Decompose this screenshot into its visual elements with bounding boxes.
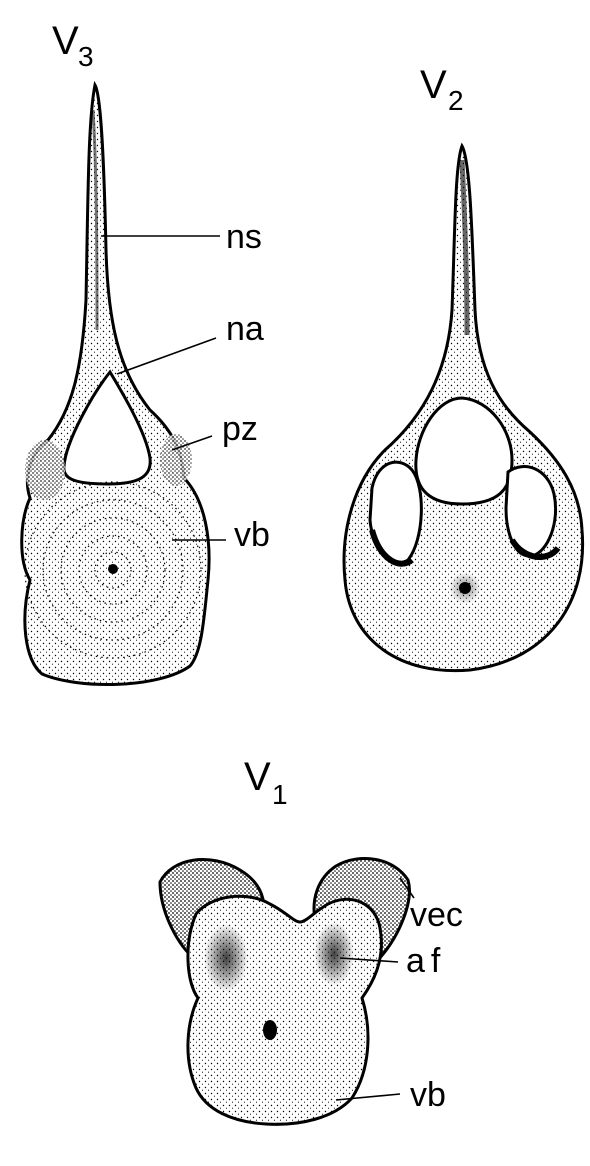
label-na: na — [226, 310, 264, 348]
v3-right-zygapophysis — [160, 434, 192, 486]
label-vec: vec — [410, 896, 463, 934]
v3-left-zygapophysis — [25, 440, 65, 500]
vertebra-v1: V 1 vec af vb — [160, 755, 463, 1124]
v1-notochord-pit — [263, 1020, 277, 1040]
v3-label-subscript: 3 — [78, 41, 94, 72]
label-ns: ns — [226, 218, 262, 256]
v1-right-articular-fossa — [314, 922, 354, 986]
label-vb-v3: vb — [234, 516, 270, 554]
vertebra-v3: V 3 ns na pz vb — [22, 19, 270, 684]
v2-label-letter: V — [420, 63, 447, 107]
v2-pit-shading — [449, 572, 481, 604]
v2-label-subscript: 2 — [448, 85, 464, 116]
v3-notochord-pit — [108, 564, 118, 574]
v1-label-subscript: 1 — [272, 779, 288, 810]
v3-label-letter: V — [52, 19, 79, 63]
v3-na-leader — [117, 338, 216, 374]
label-vb-v1: vb — [410, 1076, 446, 1114]
label-pz: pz — [222, 410, 258, 448]
label-af: af — [406, 942, 446, 980]
v1-left-articular-fossa — [204, 924, 248, 992]
vertebra-v2: V 2 — [344, 63, 583, 671]
v1-label-letter: V — [244, 755, 271, 799]
